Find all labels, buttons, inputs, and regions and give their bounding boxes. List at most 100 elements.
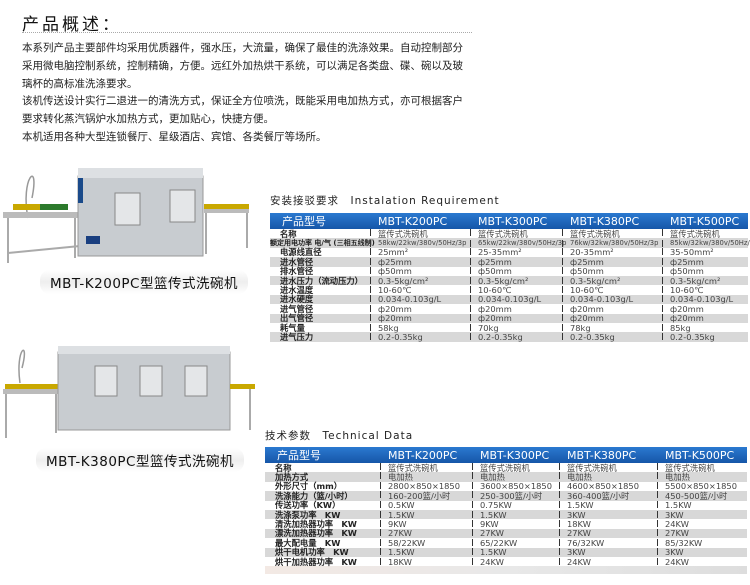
row-label: 进水硬度 [280, 294, 314, 305]
table-cell: ф25mm [470, 257, 570, 267]
machine-caption: MBT-K380PC型篮传式洗碗机 [36, 448, 244, 472]
table-row: 名称篮传式洗碗机篮传式洗碗机篮传式洗碗机篮传式洗碗机 [265, 462, 747, 473]
header-model: MBT-K500PC [670, 214, 740, 228]
table-cell: ф20mm [562, 313, 670, 323]
table-cell: 3KW [657, 547, 747, 557]
table-cell: 0.2-0.35kg [662, 332, 748, 342]
header-label: 产品型号 [277, 449, 321, 462]
table-cell: 9KW [380, 519, 480, 529]
row-label: 进水压力（流动压力） [280, 275, 363, 286]
table-cell: ф25mm [662, 257, 748, 267]
table-cell: 篮传式洗碗机 [562, 228, 670, 240]
table-cell: 250-300篮/小时 [472, 490, 567, 502]
table-cell: ф20mm [470, 313, 570, 323]
page-title: 产品概述： [22, 15, 122, 35]
table-cell: ф20mm [662, 304, 748, 314]
table-cell: ф50mm [370, 266, 478, 276]
tech-heading: 技术参数 Technical Data [265, 430, 414, 442]
table-cell: 70kg [470, 323, 570, 333]
table-cell: 1.5KW [472, 510, 567, 520]
table-cell: ф20mm [370, 313, 478, 323]
table-cell: 0.2-0.35kg [562, 332, 670, 342]
intro-line: 本系列产品主要部件均采用优质器件，强水压，大流量，确保了最佳的洗涤效果。自动控制… [22, 42, 463, 54]
intro-line: 本机适用各种大型连锁餐厅、星级酒店、宾馆、各类餐厅等场所。 [22, 130, 327, 143]
table-cell: 1.5KW [380, 547, 480, 557]
table-cell: ф20mm [370, 304, 478, 314]
table-row: 额定用电功率 电/气 (三相五线制)58kw/22kw/380v/50Hz/3p… [270, 238, 750, 248]
intro-line: 采用微电脑控制系统，控制精确，方便。远红外加热烘干系统，可以满足各类盘、碟、碗以… [22, 59, 463, 72]
table-cell: 0.5KW [380, 500, 480, 510]
table-cell: 10-60℃ [470, 285, 570, 295]
table-cell: ф25mm [370, 257, 478, 267]
table-cell: 篮传式洗碗机 [662, 228, 748, 240]
table-cell: 3KW [657, 510, 747, 520]
table-cell: 0.3-5kg/cm² [562, 276, 670, 286]
row-label: 电源线直径 [280, 247, 322, 258]
table-cell: 1.5KW [380, 510, 480, 520]
row-label: 耗气量 [280, 322, 305, 333]
row-label: 进水温度 [280, 285, 314, 296]
table-cell: 0.2-0.35kg [470, 332, 570, 342]
table-cell: 76/32KW [559, 538, 665, 548]
table-footer-bar [265, 566, 747, 575]
table-cell: 160-200篮/小时 [380, 490, 480, 502]
row-label: 洗涤泵功率 KW [275, 509, 341, 520]
table-cell: 1.5KW [657, 500, 747, 510]
table-cell: 24KW [559, 557, 665, 567]
table-cell: 65/22KW [472, 538, 567, 548]
table-cell: 58/22KW [380, 538, 480, 548]
table-cell: 篮传式洗碗机 [370, 228, 478, 240]
table-cell: 0.75KW [472, 500, 567, 510]
table-cell: 电加热 [559, 471, 665, 483]
row-label: 名称 [280, 228, 297, 239]
table-cell: 1.5KW [472, 547, 567, 557]
table-cell: 18KW [380, 557, 480, 567]
header-model: MBT-K380PC [567, 448, 637, 462]
header-model: MBT-K500PC [665, 448, 735, 462]
row-label: 清洗加热器功率 KW [275, 519, 357, 530]
table-cell: 24KW [657, 557, 747, 567]
row-label: 烘干电机功率 KW [275, 547, 349, 558]
row-label: 加热方式 [275, 472, 309, 483]
row-label: 外形尺寸（mm） [275, 481, 343, 492]
row-label: 排水管径 [280, 266, 314, 277]
row-label: 出气管径 [280, 313, 314, 324]
table-cell: 20-35mm² [562, 247, 670, 257]
table-cell: 4600×850×1850 [559, 481, 665, 491]
table-cell: 0.034-0.103g/L [370, 294, 478, 304]
table-cell: ф20mm [562, 304, 670, 314]
table-cell: ф25mm [562, 257, 670, 267]
table-cell: 0.3-5kg/cm² [370, 276, 478, 286]
table-cell: 0.034-0.103g/L [470, 294, 570, 304]
table-cell: 3600×850×1850 [472, 481, 567, 491]
table-cell: 27KW [472, 528, 567, 538]
table-cell: 10-60℃ [562, 285, 670, 295]
row-label: 最大配电量 KW [275, 537, 341, 548]
header-model: MBT-K300PC [480, 448, 550, 462]
table-cell: 0.034-0.103g/L [662, 294, 748, 304]
table-cell: 0.3-5kg/cm² [662, 276, 748, 286]
table-cell: 58kg [370, 323, 478, 333]
header-label: 产品型号 [282, 215, 326, 228]
row-label: 进水管径 [280, 256, 314, 267]
install-heading: 安装接驳要求 Instalation Requirement [270, 195, 500, 207]
table-cell: 78kg [562, 323, 670, 333]
header-model: MBT-K200PC [378, 214, 448, 228]
machine-caption: MBT-K200PC型篮传式洗碗机 [40, 270, 248, 294]
machine-image-k380 [3, 346, 255, 438]
